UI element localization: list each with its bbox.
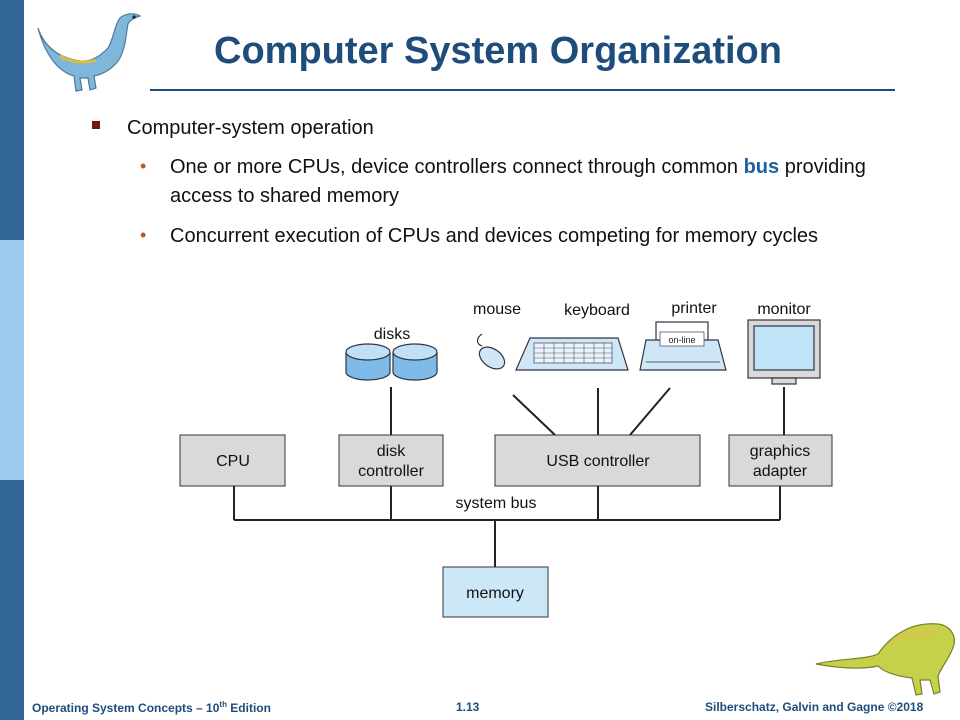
printer-online-label: on-line xyxy=(668,335,695,345)
dinosaur-logo-top-icon xyxy=(37,13,142,92)
graphics-adapter-box xyxy=(728,434,833,487)
disks-label: disks xyxy=(374,326,410,343)
sidebar-band-middle xyxy=(0,240,24,480)
keyboard-icon xyxy=(515,337,629,371)
round-bullet-icon: • xyxy=(140,225,147,245)
dinosaur-logo-bottom-icon xyxy=(815,623,955,696)
disk-controller-box xyxy=(338,434,444,487)
round-bullet-icon: • xyxy=(140,156,147,176)
square-bullet-icon xyxy=(92,121,100,129)
printer-label: printer xyxy=(671,300,717,317)
footer-book-title-prefix: Operating System Concepts – 10 xyxy=(32,701,220,715)
memory-label: memory xyxy=(466,585,524,602)
memory-box xyxy=(442,566,549,618)
title-divider xyxy=(150,89,895,91)
mouse-icon xyxy=(476,333,506,370)
footer-authors: Silberschatz, Galvin and Gagne ©2018 xyxy=(705,700,924,714)
slide-title: Computer System Organization xyxy=(214,30,782,72)
footer-book-title: Operating System Concepts – 10th Edition xyxy=(32,700,271,715)
item1-text-part1: One or more CPUs, device controllers con… xyxy=(170,156,739,178)
item1-keyword: bus xyxy=(743,156,780,178)
disk-icon xyxy=(345,343,438,381)
bullet-level2-item2-text: Concurrent execution of CPUs and devices… xyxy=(170,225,819,247)
sidebar-band-bottom xyxy=(0,480,24,720)
monitor-label: monitor xyxy=(757,301,811,318)
footer-page-number: 1.13 xyxy=(456,700,480,714)
disk-controller-label-line1: disk xyxy=(377,443,406,460)
bus-lines xyxy=(233,387,785,567)
sidebar-band-top xyxy=(0,0,24,240)
bullet-level2-item1-text: One or more CPUs, device controllers con… xyxy=(170,153,880,211)
footer-book-title-sup: th xyxy=(219,700,227,709)
keyboard-label: keyboard xyxy=(564,302,630,319)
graphics-adapter-label-line1: graphics xyxy=(750,443,810,460)
monitor-icon xyxy=(747,319,821,385)
footer-book-title-suffix: Edition xyxy=(226,701,271,715)
cpu-label: CPU xyxy=(216,453,250,470)
usb-controller-box xyxy=(494,434,701,487)
mouse-label: mouse xyxy=(473,301,521,318)
item1-text-part2: providing access to shared memory xyxy=(170,156,866,207)
printer-icon: on-line xyxy=(639,321,727,371)
cpu-box xyxy=(179,434,286,487)
bullet-level1-text: Computer-system operation xyxy=(127,117,374,139)
system-organization-diagram: CPU disk controller USB controller graph… xyxy=(179,300,833,618)
usb-controller-label: USB controller xyxy=(546,453,650,470)
disk-controller-label-line2: controller xyxy=(358,463,424,480)
system-bus-label: system bus xyxy=(456,495,537,512)
graphics-adapter-label-line2: adapter xyxy=(753,463,808,480)
